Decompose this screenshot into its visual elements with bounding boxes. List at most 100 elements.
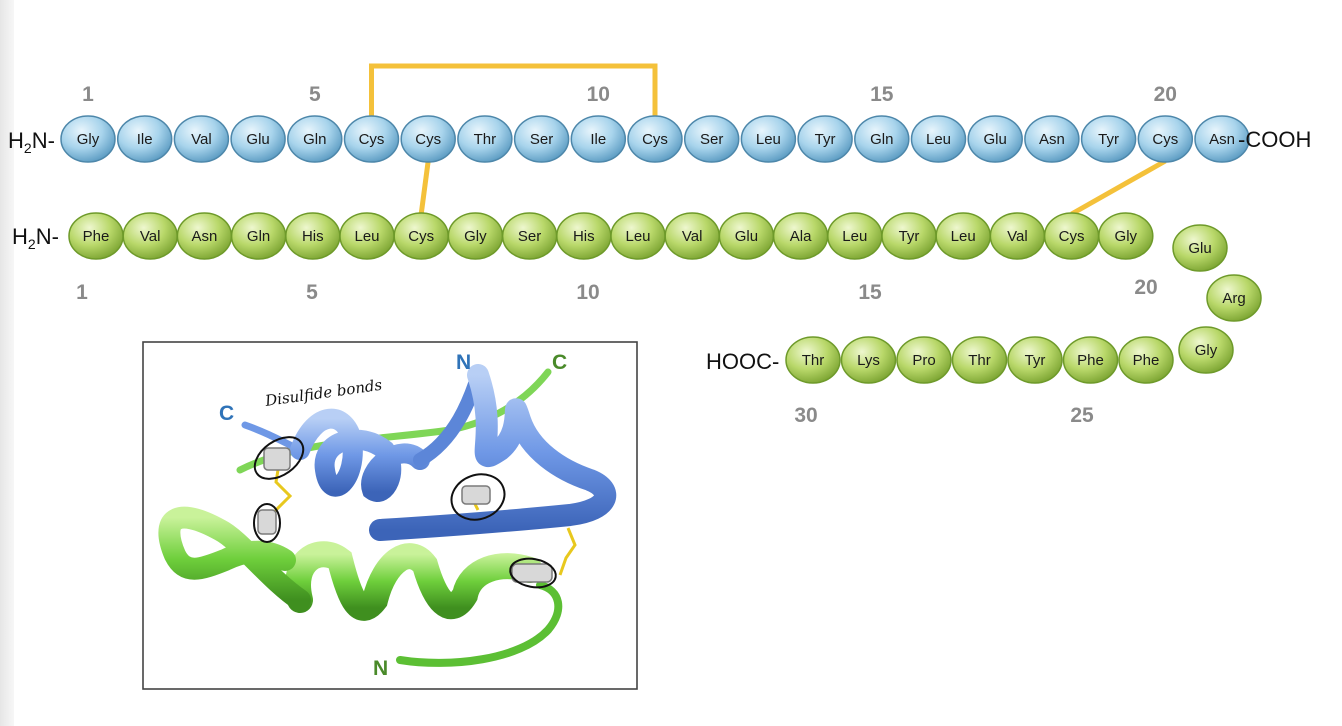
chain-a-residue-label: Leu <box>926 131 951 148</box>
chain-b-residue-label: His <box>573 228 595 245</box>
chain-b-number: 25 <box>1070 404 1094 427</box>
chain-a-number: 10 <box>587 83 610 106</box>
chain-a-residue-20: Cys <box>1137 115 1194 163</box>
chain-a-residue-6: Cys <box>343 115 400 163</box>
chain-a-residue-label: Val <box>191 131 212 148</box>
chain-a-residue-11: Cys <box>627 115 683 163</box>
chain-b-residue-label: Cys <box>1059 228 1085 245</box>
chain-b-residue-2: Val <box>122 212 178 260</box>
chain-b-residue-label: Glu <box>735 228 758 245</box>
disulfide-bonds <box>369 63 1167 217</box>
chain-a-residue-9: Ser <box>513 115 570 163</box>
chain-a-n-label: N <box>456 351 471 374</box>
chain-b-c-label: C <box>552 351 567 374</box>
chain-b-residue-bead <box>840 336 897 384</box>
chain-b-residue-label: Arg <box>1222 290 1245 307</box>
chain-b-residue-23: Gly <box>1178 326 1234 374</box>
chain-b-residue-label: Gln <box>247 228 270 245</box>
chain-a-residue-label: Gly <box>77 131 100 148</box>
chain-b-c-terminus: HOOC- <box>706 349 779 374</box>
chain-a-residue-bead <box>570 115 627 163</box>
chain-b-residue-label: Tyr <box>1025 352 1046 369</box>
chain-a-residue-bead <box>60 115 116 163</box>
chain-b-ribbon <box>158 368 563 667</box>
chain-b-residue-label: Ser <box>518 228 541 245</box>
chain-b-residue-label: Val <box>1007 228 1028 245</box>
chain-b-residue-bead <box>1172 224 1228 272</box>
chain-b-residue-bead <box>896 336 952 384</box>
chain-b-residue-label: Leu <box>842 228 867 245</box>
chain-b-number: 10 <box>576 281 599 304</box>
chain-a-residue-label: Gln <box>870 131 893 148</box>
chain-b-residue-label: Leu <box>951 228 976 245</box>
chain-a-residue-bead <box>854 115 910 163</box>
chain-a-residue-14: Tyr <box>797 115 853 163</box>
chain-a-residue-label: Cys <box>1152 131 1178 148</box>
chain-a-residue-bead <box>230 115 286 163</box>
chain-b-residue-label: Thr <box>968 352 991 369</box>
chain-b-n-terminus: H2N- <box>12 224 59 252</box>
chain-a-residue-label: Glu <box>984 131 1007 148</box>
chain-a-number: 15 <box>870 83 894 106</box>
chain-b-residue-9: Ser <box>501 212 558 260</box>
chain-a-residue-3: Val <box>173 115 230 163</box>
chain-b-residue-12: Val <box>664 212 720 260</box>
chain-a-residue-bead <box>400 115 456 163</box>
chain-b-residue-label: Gly <box>1195 342 1218 359</box>
chain-a-residue-8: Thr <box>457 115 513 163</box>
chain-a-residue-bead <box>457 115 513 163</box>
chain-a-number: 5 <box>309 83 321 106</box>
chain-b-residue-bead <box>1062 336 1119 384</box>
chain-b-residue-label: Leu <box>354 228 379 245</box>
chain-b-residue-24: Phe <box>1118 336 1174 384</box>
bond-a7-b7 <box>418 160 431 215</box>
chain-b-residue-label: Leu <box>625 228 650 245</box>
chain-a-residue-bead <box>967 115 1023 163</box>
chain-a-residue-label: Leu <box>756 131 781 148</box>
chain-a-residue-label: Ser <box>700 131 723 148</box>
chain-b-residue-5: His <box>285 212 341 260</box>
chain-b-residue-21: Glu <box>1172 224 1228 272</box>
chain-b-residue-label: Asn <box>191 228 217 245</box>
annotation-circles <box>253 436 557 589</box>
chain-a-residue-bead <box>1024 115 1080 163</box>
chain-a-c-label: C <box>219 402 234 425</box>
chain-b-residue-14: Ala <box>772 212 829 260</box>
chain-b-residue-label: Gly <box>464 228 487 245</box>
chain-a-residue-4: Glu <box>230 115 286 163</box>
chain-a-n-terminus: H2N- <box>8 128 55 156</box>
chain-b-residue-label: His <box>302 228 324 245</box>
chain-b-residue-30: Thr <box>785 336 841 384</box>
chain-a-residue-18: Asn <box>1024 115 1080 163</box>
chain-b-residue-label: Cys <box>408 228 434 245</box>
chain-b-number: 5 <box>306 281 318 304</box>
structure-panel: Disulfide bonds C N C N <box>142 341 638 690</box>
chain-a-residue-bead <box>1137 115 1194 163</box>
chain-b-residue-8: Gly <box>447 212 504 260</box>
chain-a-residue-bead <box>1080 115 1137 163</box>
chain-a-residue-17: Glu <box>967 115 1023 163</box>
chain-b-number: 15 <box>858 281 882 304</box>
chain-a-residue-12: Ser <box>683 115 740 163</box>
chain-a-c-terminus: -COOH <box>1238 127 1311 152</box>
chain-a-residue-13: Leu <box>740 115 797 163</box>
chain-b-residue-1: Phe <box>68 212 124 260</box>
chain-b-residue-bead <box>1178 326 1234 374</box>
chain-b-residue-27: Thr <box>951 336 1008 384</box>
chain-b-residue-11: Leu <box>610 212 666 260</box>
chain-a-residue-bead <box>116 115 173 163</box>
chain-b-n-label: N <box>373 657 388 680</box>
chain-a-residue-label: Ile <box>590 131 606 148</box>
chain-b-residue-17: Leu <box>935 212 991 260</box>
chain-b-number: 20 <box>1134 276 1157 299</box>
chain-a-residue-bead <box>513 115 570 163</box>
chain-b-residue-bead <box>1118 336 1174 384</box>
chain-b-residue-label: Phe <box>83 228 110 245</box>
chain-b-residue-18: Val <box>989 212 1046 260</box>
chain-b-residue-bead <box>1007 336 1063 384</box>
bond-a20-b19 <box>1070 158 1167 217</box>
chain-a-residue-bead <box>627 115 683 163</box>
chain-a-residue-bead <box>287 115 343 163</box>
